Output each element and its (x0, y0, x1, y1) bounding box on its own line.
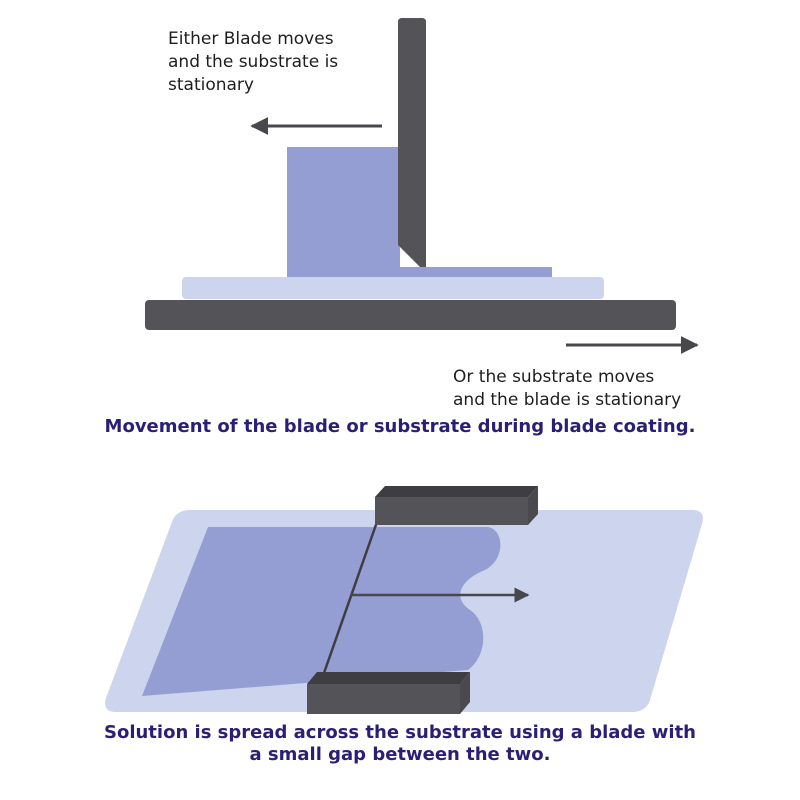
note-line: Or the substrate moves (453, 367, 655, 387)
note-line: and the substrate is (168, 52, 339, 72)
substrate-layer (182, 277, 604, 299)
caption-line: Solution is spread across the substrate … (103, 722, 696, 743)
side-view (145, 18, 699, 354)
substrate-moves-note: Or the substrate moves and the blade is … (453, 366, 681, 412)
coating-blade (398, 18, 426, 267)
note-line: stationary (168, 75, 254, 95)
solution-reservoir (287, 147, 400, 277)
blade-moves-note: Either Blade moves and the substrate is … (168, 28, 338, 97)
top-view (105, 486, 703, 714)
coated-film (400, 267, 552, 277)
note-line: and the blade is stationary (453, 390, 682, 410)
caption-line: Movement of the blade or substrate durin… (104, 416, 696, 437)
blade-block-bottom (307, 672, 470, 714)
top-view-caption: Solution is spread across the substrate … (0, 722, 800, 766)
caption-line: a small gap between the two. (249, 744, 551, 765)
machine-base (145, 300, 676, 330)
spread-solution (142, 527, 501, 696)
blade-block-top (375, 486, 538, 525)
note-line: Either Blade moves (168, 29, 334, 49)
side-view-caption: Movement of the blade or substrate durin… (0, 416, 800, 438)
